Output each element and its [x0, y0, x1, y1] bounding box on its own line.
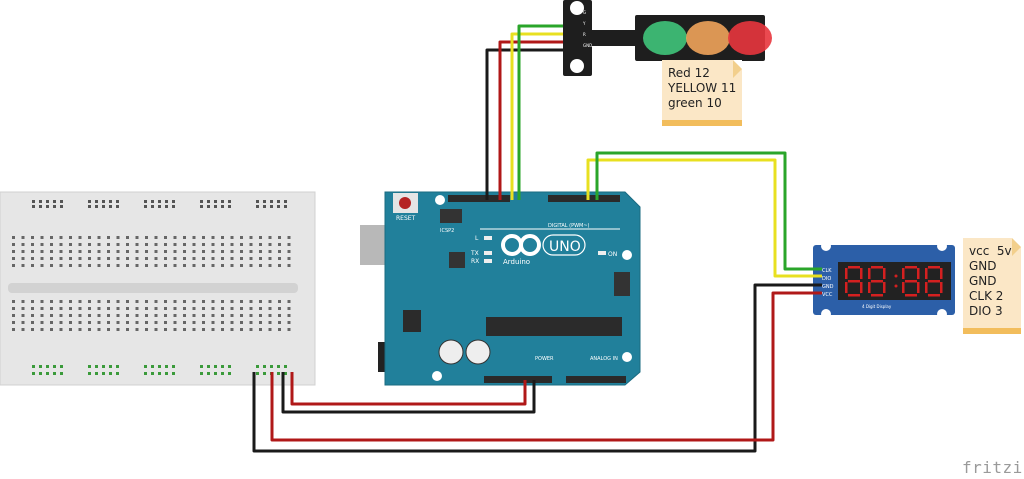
pin-label: GND — [822, 284, 834, 290]
segment — [871, 266, 883, 269]
segment — [925, 268, 928, 279]
brand-label: Arduino — [503, 258, 530, 266]
pin-label: CLK — [822, 268, 832, 274]
atmega-chip — [486, 317, 622, 336]
pin-label: GND — [583, 43, 592, 48]
power-header — [484, 376, 552, 383]
segment — [848, 266, 860, 269]
segment — [845, 282, 848, 293]
wire-clk-green — [595, 151, 822, 271]
segment — [902, 282, 905, 293]
pin-label: Y — [582, 21, 586, 26]
display-label: 4 Digit Display — [862, 304, 892, 309]
pin-label: DIO — [822, 276, 831, 282]
icsp-header — [614, 272, 630, 296]
segment — [928, 266, 940, 269]
note-line: CLK 2 — [969, 289, 1004, 303]
arduino-logo-icon — [501, 234, 541, 256]
svg-text:ON: ON — [608, 251, 617, 258]
segment — [905, 266, 917, 269]
note-line: green 10 — [668, 96, 722, 110]
led — [728, 21, 772, 55]
note-line: DIO 3 — [969, 304, 1003, 318]
segment — [883, 268, 886, 279]
svg-text:ICSP2: ICSP2 — [440, 228, 454, 234]
digital-header-high — [448, 195, 510, 202]
led — [686, 21, 730, 55]
segment — [917, 282, 920, 293]
note-display[interactable]: vcc 5v GND GND CLK 2 DIO 3 — [963, 238, 1021, 334]
segment — [860, 268, 863, 279]
pin-label: R — [583, 32, 586, 37]
regulator — [403, 310, 421, 332]
segment — [860, 282, 863, 293]
led — [643, 21, 687, 55]
wires — [252, 24, 822, 453]
arduino-uno-board[interactable]: RESET ICSP2 DIGITAL (PWM~) UNO Arduino L… — [360, 191, 641, 386]
wire-dio-yellow — [586, 158, 822, 278]
wire-traffic-green — [517, 24, 563, 200]
chip — [449, 252, 465, 268]
note-traffic-light[interactable]: Red 12 YELLOW 11 green 10 — [662, 60, 742, 126]
segment — [940, 268, 943, 279]
segment — [848, 294, 860, 297]
wire-bb-5v — [290, 372, 527, 406]
segment — [868, 282, 871, 293]
pin-label: G — [583, 10, 586, 15]
note-line: Red 12 — [668, 66, 710, 80]
analog-header — [566, 376, 626, 383]
note-line: GND — [969, 259, 997, 273]
note-line: YELLOW 11 — [668, 81, 737, 95]
segment — [848, 280, 860, 283]
segment — [868, 268, 871, 279]
wire-display-gnd — [252, 283, 822, 453]
segment — [905, 280, 917, 283]
segment — [871, 280, 883, 283]
pin-label: VCC — [822, 292, 833, 298]
segment — [883, 282, 886, 293]
svg-text:ANALOG IN: ANALOG IN — [590, 356, 618, 362]
fritzing-logo: fritzing — [962, 458, 1024, 477]
model-label: UNO — [549, 239, 581, 255]
tm1637-display-module[interactable]: 4 Digit Display CLK DIO GND VCC — [813, 241, 955, 319]
segment — [925, 282, 928, 293]
segment — [940, 282, 943, 293]
note-line: vcc 5v — [969, 244, 1012, 258]
note-line: GND — [969, 274, 997, 288]
svg-text:DIGITAL (PWM~): DIGITAL (PWM~) — [548, 223, 590, 229]
svg-text:RX: RX — [471, 258, 479, 265]
svg-text:POWER: POWER — [535, 356, 554, 362]
segment — [845, 268, 848, 279]
svg-text:L: L — [475, 235, 479, 242]
segment — [928, 294, 940, 297]
svg-text:TX: TX — [470, 250, 479, 257]
reset-label: RESET — [396, 215, 416, 222]
segment — [871, 294, 883, 297]
breadboard[interactable] — [0, 191, 316, 386]
segment — [905, 294, 917, 297]
wire-bb-gnd — [281, 372, 536, 414]
segment — [902, 268, 905, 279]
digital-header-low — [548, 195, 620, 202]
segment — [917, 268, 920, 279]
wire-traffic-red — [498, 40, 563, 200]
segment — [928, 280, 940, 283]
wire-display-vcc — [270, 291, 822, 442]
icsp2-header — [440, 209, 462, 223]
wire-traffic-gnd — [485, 48, 563, 200]
wire-traffic-yellow — [510, 32, 563, 200]
traffic-light-module[interactable] — [563, 0, 772, 76]
